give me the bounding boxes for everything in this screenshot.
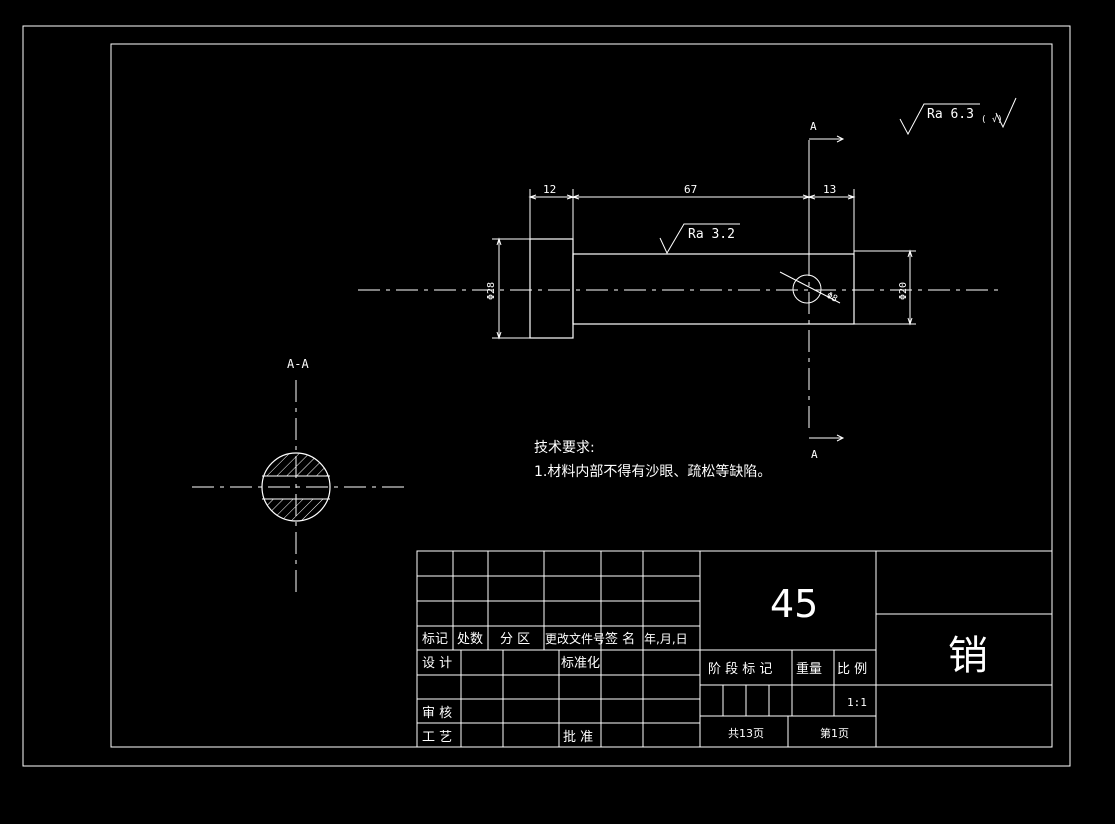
cut-plane-markers — [809, 135, 845, 442]
row-process: 工 艺 — [422, 730, 452, 745]
col-doc-number: 更改文件号 — [545, 631, 605, 646]
part-name: 销 — [948, 633, 988, 679]
dim-body-diameter: Φ20 — [898, 282, 909, 300]
tech-requirements-title: 技术要求: — [534, 440, 595, 456]
outer-border — [22, 25, 1071, 767]
row-approve: 批 准 — [563, 730, 593, 745]
page-number: 第1页 — [820, 726, 849, 740]
general-roughness-suffix: ( √) — [981, 114, 1003, 125]
general-roughness-label: Ra 6.3 — [927, 107, 974, 122]
length-dimensions — [528, 189, 856, 254]
dim-end-length: 13 — [823, 183, 836, 196]
section-view — [192, 380, 408, 598]
dim-body-length: 67 — [684, 183, 697, 196]
dim-head-diameter: Φ28 — [486, 282, 497, 300]
stage-mark-label: 阶 段 标 记 — [708, 662, 772, 677]
col-date: 年,月,日 — [644, 632, 688, 646]
dim-head-length: 12 — [543, 183, 556, 196]
row-standardization: 标准化 — [561, 656, 600, 671]
tech-requirement-item: 1.材料内部不得有沙眼、疏松等缺陷。 — [534, 463, 771, 480]
row-design: 设 计 — [422, 656, 452, 671]
cut-mark-bottom: A — [811, 448, 818, 461]
scale-value: 1:1 — [847, 696, 867, 709]
col-zone: 分 区 — [500, 632, 530, 647]
cut-mark-top: A — [810, 120, 817, 133]
section-label: A-A — [287, 357, 309, 371]
col-count: 处数 — [457, 632, 483, 647]
pin-main-view — [358, 140, 1003, 430]
row-review: 审 核 — [422, 706, 452, 721]
total-pages: 共13页 — [728, 727, 764, 740]
roughness-symbol-icon — [659, 97, 1017, 255]
weight-label: 重量 — [796, 661, 822, 677]
material-label: 45 — [770, 582, 818, 626]
title-block — [416, 550, 1053, 748]
surface-roughness-label: Ra 3.2 — [688, 227, 735, 242]
col-signature: 签 名 — [605, 631, 635, 647]
col-mark: 标记 — [422, 632, 448, 647]
dim-hole-diameter: Φ8 — [825, 291, 839, 305]
diameter-dimensions — [492, 237, 916, 340]
scale-label: 比 例 — [837, 662, 867, 677]
